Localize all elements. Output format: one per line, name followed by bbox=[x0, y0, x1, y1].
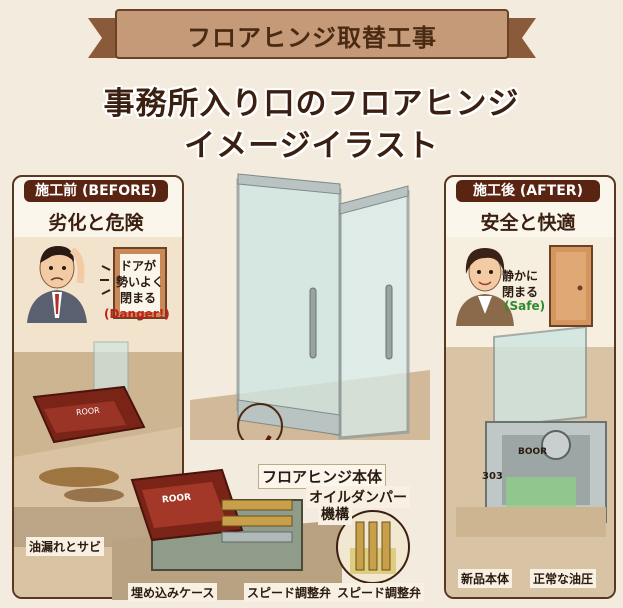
headline-line-2: イメージイラスト bbox=[184, 128, 439, 164]
after-subtitle: 安全と快適 bbox=[480, 212, 576, 234]
after-device-number: 303 bbox=[482, 471, 503, 482]
speed-valve-inset-label: スピード調整弁 bbox=[334, 583, 425, 602]
before-subtitle: 劣化と危険 bbox=[48, 212, 144, 234]
after-sign-line-2: 閉まる bbox=[502, 285, 539, 299]
smiling-woman-illustration bbox=[456, 248, 514, 326]
new-unit-label: 新品本体 bbox=[458, 569, 513, 588]
headline-line-1: 事務所入り口のフロアヒンジ bbox=[103, 86, 520, 122]
closed-door-icon bbox=[549, 245, 593, 327]
glass-door-illustration bbox=[190, 173, 430, 440]
oil-damper-label-2: 機構 bbox=[318, 503, 352, 525]
after-illustration bbox=[446, 237, 614, 597]
speed-valve-inset bbox=[336, 510, 410, 584]
banner-title: フロアヒンジ取替工事 bbox=[187, 24, 437, 52]
before-sign-line-3: 閉まる bbox=[120, 291, 157, 305]
before-tag: 施工前 (BEFORE) bbox=[24, 180, 168, 202]
danger-label: (Danger!) bbox=[104, 307, 170, 321]
title-banner bbox=[88, 9, 536, 59]
normal-pressure-label: 正常な油圧 bbox=[530, 569, 597, 588]
after-sign-line-1: 静かに bbox=[502, 269, 539, 283]
oil-leak-label: 油漏れとサビ bbox=[26, 537, 105, 556]
oil-damper-label-1: オイルダンパー bbox=[306, 486, 410, 508]
floor-hinge-body-label: フロアヒンジ本体 bbox=[258, 464, 387, 489]
safe-label: (Safe) bbox=[504, 299, 546, 313]
before-sign-line-1: ドアが bbox=[120, 259, 157, 273]
before-panel: ROOR bbox=[12, 175, 184, 599]
speed-valve-label: スピード調整弁 bbox=[244, 583, 335, 602]
floor-hinge-cutaway bbox=[112, 468, 342, 600]
after-device-label: BOOR bbox=[518, 447, 548, 457]
before-sign-line-2: 勢いよく bbox=[116, 275, 164, 289]
after-tag: 施工後 (AFTER) bbox=[456, 180, 600, 202]
embedded-case-label: 埋め込みケース bbox=[128, 583, 218, 602]
door-warning-icon bbox=[100, 247, 167, 319]
worried-man-illustration bbox=[27, 246, 87, 323]
